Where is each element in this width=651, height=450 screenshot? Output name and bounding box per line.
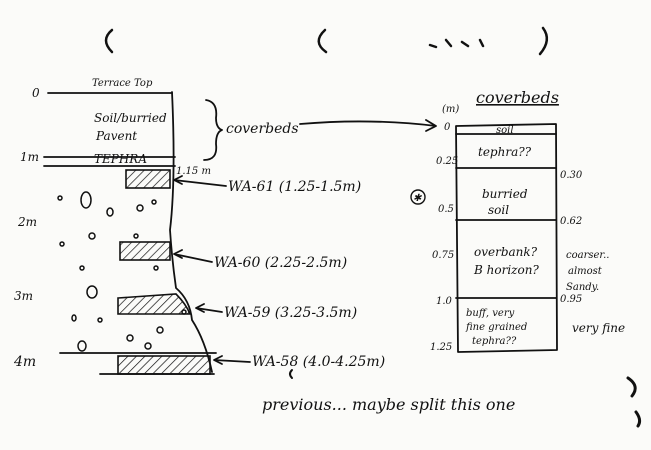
arrow-to-detail (299, 119, 437, 132)
soil-label: Soil/burried (94, 111, 167, 125)
arrow-wa61 (173, 175, 227, 187)
depth-0-m: 0 (32, 86, 40, 100)
coverbeds-brace (203, 99, 223, 161)
pavent-label: Pavent (95, 129, 137, 143)
side-note-2: almost (568, 266, 603, 277)
boundary-030: 0.30 (560, 170, 583, 181)
unit-buff-1: buff, very (466, 308, 515, 319)
sample-box-wa58 (117, 355, 211, 375)
gravel-symbols (57, 191, 187, 352)
rdepth-0: 0 (444, 122, 451, 133)
left-section: 0 1m 2m 3m 4m Terrace Top Soil/burried P… (13, 78, 437, 375)
footer-note: previous... maybe split this one (262, 395, 515, 414)
coverbeds-column (455, 123, 558, 353)
sample-label-wa61: WA-61 (1.25-1.5m) (228, 179, 361, 195)
unit-overbank-1: overbank? (474, 245, 538, 259)
sample-label-wa58: WA-58 (4.0-4.25m) (252, 354, 385, 370)
coverbeds-title: coverbeds (476, 88, 559, 107)
arrow-wa58 (213, 355, 251, 365)
rdepth-025: 0.25 (436, 156, 458, 167)
rdepth-10: 1.0 (436, 296, 453, 307)
right-section: coverbeds (m) 0 0.25 0.5 0.75 1.0 1.25 0… (410, 88, 625, 353)
unit-buff-2: fine grained (465, 322, 527, 333)
star-circle (410, 189, 426, 205)
rdepth-05: 0.5 (438, 204, 454, 215)
unit-overbank-2: B horizon? (473, 263, 539, 277)
sample-box-wa59 (117, 293, 192, 315)
depth-1-m: 1m (20, 150, 39, 164)
unit-tephra: tephra?? (478, 145, 532, 159)
depth-4-m: 4m (13, 354, 36, 370)
unit-burried-1: burried (482, 187, 528, 201)
unit-burried-2: soil (488, 203, 509, 217)
terrace-top-label: Terrace Top (92, 78, 153, 89)
binding-marks (104, 26, 549, 56)
boundary-062: 0.62 (560, 216, 582, 227)
coverbeds-link-label: coverbeds (226, 121, 299, 137)
arrow-wa59 (195, 303, 223, 313)
depth-3-m: 3m (14, 289, 33, 303)
unit-buff-3: tephra?? (472, 336, 517, 347)
sample-box-wa61 (125, 169, 171, 189)
arrow-wa60 (173, 249, 213, 263)
side-note-1: coarser.. (566, 250, 609, 261)
depth-2-m: 2m (17, 215, 37, 229)
rdepth-125: 1.25 (430, 342, 452, 353)
very-fine-note: very fine (572, 321, 625, 335)
tephra-label: TEPHRA (94, 152, 147, 166)
sample-box-wa60 (119, 241, 171, 261)
sample-label-wa59: WA-59 (3.25-3.5m) (224, 305, 357, 321)
side-note-3: Sandy. (566, 282, 599, 293)
unit-label: (m) (442, 104, 459, 115)
sample-label-wa60: WA-60 (2.25-2.5m) (214, 255, 347, 271)
profile-edge (169, 91, 213, 373)
rdepth-075: 0.75 (432, 250, 454, 261)
footer-mark (289, 369, 293, 379)
star-icon: ✱ (413, 193, 422, 204)
corner-mark (626, 376, 642, 428)
boundary-095: 0.95 (560, 294, 582, 305)
unit-soil: soil (496, 125, 514, 136)
tephra-depth-note: 1.15 m (176, 166, 211, 177)
